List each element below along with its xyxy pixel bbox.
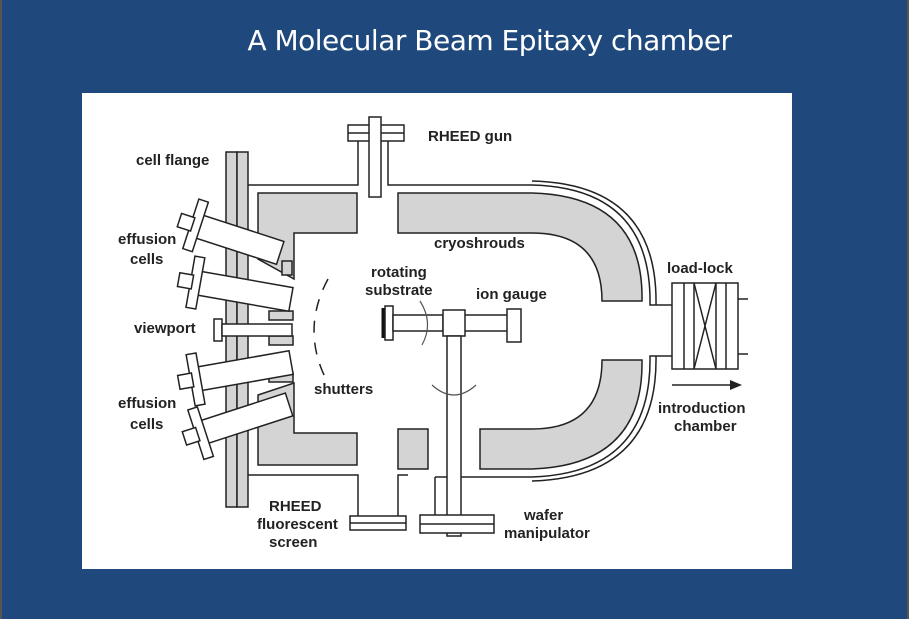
- chamber-wall: [248, 141, 672, 529]
- viewport: [213, 318, 293, 342]
- label-rotating-substrate: substrate: [365, 282, 433, 299]
- cryoshrouds: [257, 192, 643, 470]
- label-rheed-gun: RHEED gun: [428, 128, 512, 145]
- arrow-icon: [672, 380, 742, 390]
- label-shutters: shutters: [314, 381, 373, 398]
- label-introduction-chamber: introduction: [658, 400, 745, 417]
- label-effusion-cells-top: cells: [130, 251, 163, 268]
- effusion-cell: [176, 349, 295, 407]
- label-introduction-chamber: chamber: [674, 418, 737, 435]
- effusion-cell: [181, 392, 294, 461]
- label-cell-flange: cell flange: [136, 152, 209, 169]
- ion-gauge: [463, 308, 522, 343]
- label-effusion-cells-bottom: effusion: [118, 395, 176, 412]
- slide-title: A Molecular Beam Epitaxy chamber: [247, 24, 732, 57]
- label-rheed-screen: RHEED: [269, 498, 322, 515]
- label-cryoshrouds: cryoshrouds: [434, 235, 525, 252]
- slide-right-edge: [907, 0, 909, 619]
- label-rheed-screen: screen: [269, 534, 317, 551]
- label-rheed-screen: fluorescent: [257, 516, 338, 533]
- label-viewport: viewport: [134, 320, 196, 337]
- label-effusion-cells-top: effusion: [118, 231, 176, 248]
- label-effusion-cells-bottom: cells: [130, 416, 163, 433]
- effusion-cell: [176, 198, 285, 266]
- label-wafer-manipulator: wafer: [523, 507, 563, 524]
- shutters: [313, 278, 329, 384]
- wafer-manipulator: [419, 309, 495, 537]
- rheed-gun: [347, 116, 405, 198]
- rheed-screen: [349, 515, 407, 531]
- mbe-chamber-diagram: cell flange effusion cells viewport effu…: [118, 116, 748, 551]
- rotating-substrate: [381, 300, 444, 346]
- slide-left-edge: [0, 0, 2, 619]
- label-wafer-manipulator: manipulator: [504, 525, 590, 542]
- diagram-panel: cell flange effusion cells viewport effu…: [82, 93, 792, 569]
- load-lock: [671, 282, 748, 370]
- label-rotating-substrate: rotating: [371, 264, 427, 281]
- label-load-lock: load-lock: [667, 260, 734, 277]
- effusion-cell: [176, 255, 294, 313]
- label-ion-gauge: ion gauge: [476, 286, 547, 303]
